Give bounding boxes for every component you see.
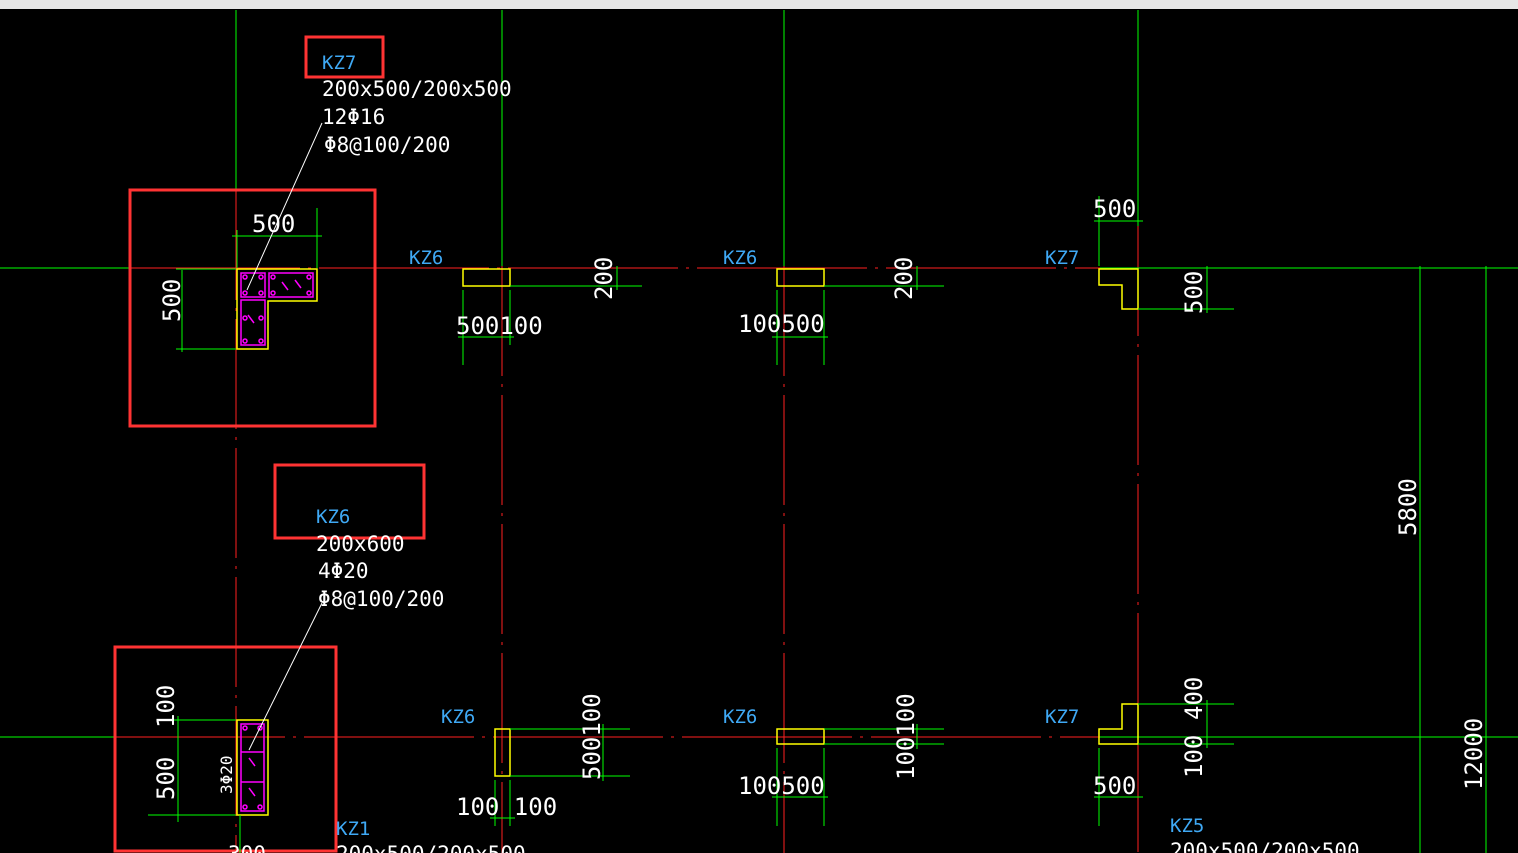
- kz6-name: KZ6: [316, 506, 350, 528]
- kz6-label-block[interactable]: KZ6 200x600 4Φ20 Φ8@100/200: [316, 506, 444, 611]
- cad-drawing-canvas[interactable]: 500 500 KZ7 200x500/200x500 12Φ16 Φ8@100…: [0, 9, 1518, 853]
- overall-dimensions: 5800 12000: [1394, 266, 1488, 853]
- highlight-boxes: [113, 35, 426, 853]
- highlight-kz7-label: [304, 35, 385, 79]
- row1-tag-a: KZ6: [409, 247, 443, 269]
- row2-c3-100: 100: [1180, 735, 1208, 778]
- kz6-section-detail[interactable]: 100 500 3Φ20: [148, 602, 323, 853]
- row1-tag-c: KZ7: [1045, 247, 1079, 269]
- window-top-bar: [0, 0, 1518, 9]
- row2-c2-100500: 100500: [738, 772, 825, 800]
- row1-c3-500-top: 500: [1093, 195, 1136, 223]
- highlight-kz7-section: [128, 188, 377, 428]
- kz7-section-detail[interactable]: 500 500: [158, 122, 323, 352]
- row2-c1-500100: 500100: [578, 693, 606, 780]
- dim-12000: 12000: [1460, 718, 1488, 790]
- kz7-stirrup: Φ8@100/200: [324, 133, 450, 157]
- bottom-partial-labels[interactable]: KZ1 200x500/200x500 300 KZ5 200x500/200x…: [228, 815, 1360, 853]
- row2-c3-400: 400: [1180, 677, 1208, 720]
- kz6-outline: [236, 719, 269, 816]
- row1-c1-200: 200: [590, 257, 618, 300]
- kz7-height-500: 500: [158, 279, 186, 322]
- partial-300: 300: [228, 842, 266, 853]
- kz5-name: KZ5: [1170, 815, 1204, 837]
- row1-c2-200: 200: [890, 257, 918, 300]
- row1-tag-b: KZ6: [723, 247, 757, 269]
- kz7-outline: [236, 268, 318, 350]
- row2-c2-100100: 100100: [892, 693, 920, 780]
- kz6-size: 200x600: [316, 532, 405, 556]
- dim-5800: 5800: [1394, 478, 1422, 536]
- row1-c1-500100: 500100: [456, 312, 543, 340]
- row1-c3-500-right: 500: [1180, 271, 1208, 314]
- axis-grid: [0, 10, 1518, 853]
- kz6-rebar: 4Φ20: [318, 559, 369, 583]
- kz6-dim-500: 500: [152, 757, 180, 800]
- row2-tag-b: KZ6: [723, 706, 757, 728]
- kz6-3phi20: 3Φ20: [217, 755, 236, 794]
- row2-columns[interactable]: KZ6 KZ6 KZ7 500100 100 100 100100 100500: [441, 677, 1234, 826]
- highlight-kz6-label: [273, 463, 426, 540]
- row1-c2-100500: 100500: [738, 310, 825, 338]
- row2-c1-100100: 100 100: [456, 793, 557, 821]
- row1-columns[interactable]: KZ6 KZ6 KZ7 200 500100 200 100500: [409, 195, 1234, 365]
- row2-c3-500: 500: [1093, 772, 1136, 800]
- row2-tag-c: KZ7: [1045, 706, 1079, 728]
- kz7-size: 200x500/200x500: [322, 77, 512, 101]
- kz7-width-500: 500: [252, 210, 295, 238]
- kz7-rebar: 12Φ16: [322, 105, 385, 129]
- kz1-size: 200x500/200x500: [336, 842, 526, 853]
- kz5-size: 200x500/200x500: [1170, 839, 1360, 853]
- highlight-kz6-section: [113, 645, 338, 853]
- kz7-label-block[interactable]: KZ7 200x500/200x500 12Φ16 Φ8@100/200: [322, 52, 512, 157]
- kz6-dim-100: 100: [152, 685, 180, 728]
- row2-tag-a: KZ6: [441, 706, 475, 728]
- kz6-stirrup: Φ8@100/200: [318, 587, 444, 611]
- kz1-name: KZ1: [336, 818, 370, 840]
- kz7-name: KZ7: [322, 52, 356, 74]
- kz7-rebar: [240, 272, 314, 346]
